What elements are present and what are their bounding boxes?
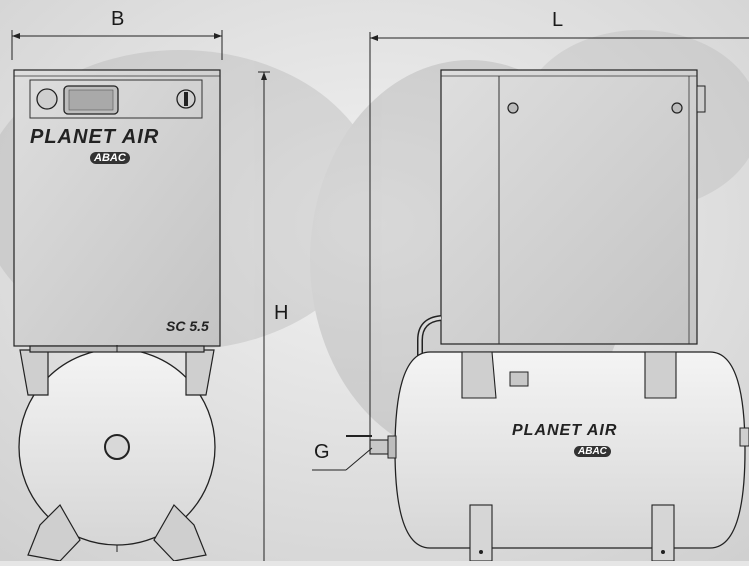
- side-view: [312, 69, 749, 562]
- lock-icon: [507, 102, 519, 114]
- model-label: SC 5.5: [166, 318, 209, 334]
- drain-valve: [369, 439, 389, 455]
- dimension-label-height: H: [274, 302, 289, 324]
- power-indicator-icon: [36, 88, 58, 110]
- tank-mount-1: [461, 351, 497, 399]
- side-fitting: [696, 85, 706, 113]
- front-cabinet: [13, 69, 221, 347]
- valve-fitting: [509, 371, 529, 387]
- tank-sub-logo: ABAC: [574, 446, 611, 457]
- front-view: [13, 69, 221, 562]
- brand-logo: PLANET AIR: [30, 126, 160, 148]
- tank-port-icon: [104, 434, 130, 460]
- dimension-label-length: L: [552, 9, 564, 31]
- tank-brand-logo: PLANET AIR: [512, 422, 618, 439]
- dimension-label-width: B: [111, 8, 125, 30]
- side-tank: [394, 351, 746, 549]
- dimension-lines: [11, 30, 749, 561]
- tank-mount-2: [644, 351, 677, 399]
- lock-icon-2: [671, 102, 683, 114]
- dimension-arrows: [12, 33, 378, 80]
- side-cabinet: [440, 69, 698, 345]
- control-panel: [29, 79, 203, 119]
- dimension-label-connection: G: [314, 441, 330, 463]
- sub-logo: ABAC: [90, 152, 130, 164]
